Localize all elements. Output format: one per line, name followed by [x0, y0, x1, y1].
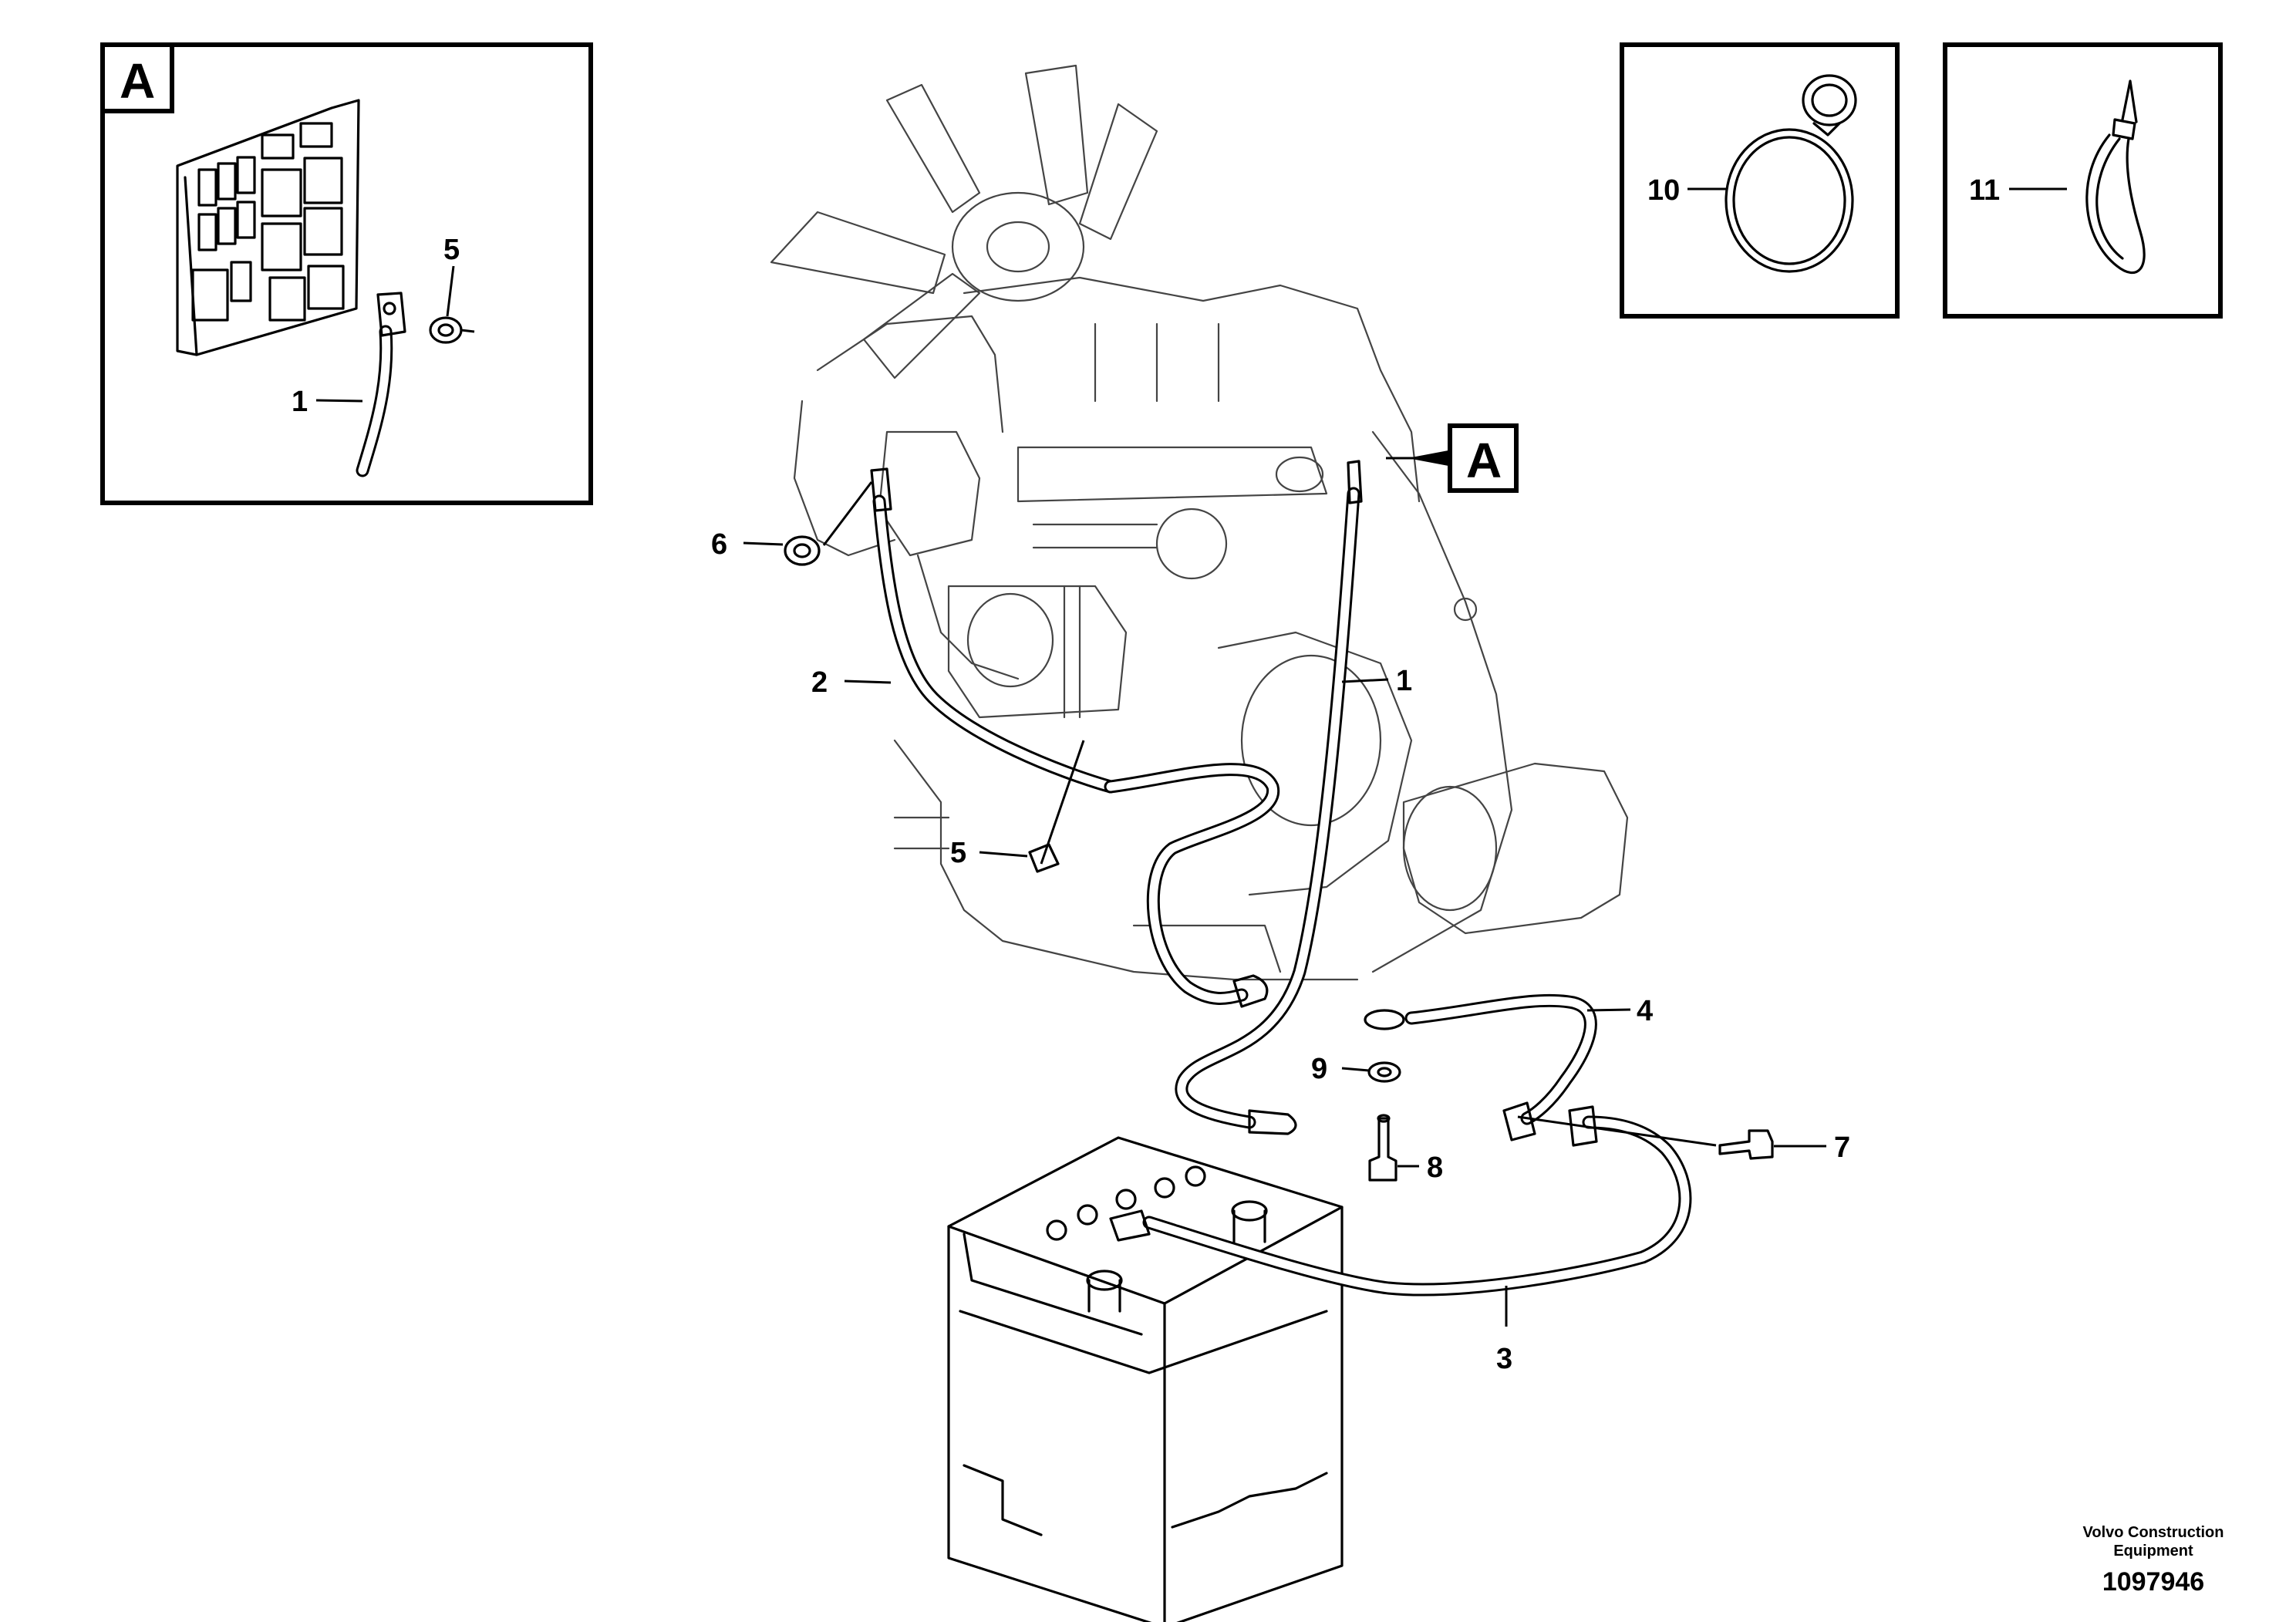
footer-company-line2: Equipment — [2113, 1543, 2193, 1560]
callout-6: 6 — [711, 528, 727, 561]
detail-box-10: 10 — [1620, 42, 1900, 319]
washer-9 — [1367, 1061, 1401, 1083]
callout-9: 9 — [1311, 1053, 1327, 1085]
footer-company-line1: Volvo Construction — [2082, 1524, 2224, 1541]
callout-1: 1 — [1396, 665, 1412, 697]
bolt-7 — [1718, 1129, 1774, 1160]
inset-callout-5: 5 — [443, 234, 460, 266]
view-label-a-main: A — [1408, 423, 1519, 493]
callout-10: 10 — [1647, 174, 1680, 207]
cable-2 — [870, 467, 1280, 1008]
cable-3 — [1109, 1105, 1692, 1297]
callout-3: 3 — [1496, 1343, 1512, 1375]
callout-4: 4 — [1637, 995, 1653, 1027]
view-label-a-main-text: A — [1466, 433, 1502, 488]
detail-box-11: 11 — [1943, 42, 2223, 319]
callout-11: 11 — [1969, 174, 2000, 207]
inset-callout-1: 1 — [292, 386, 308, 418]
drawing-number: 1097946 — [2102, 1567, 2205, 1597]
callout-2: 2 — [811, 666, 828, 699]
callout-8: 8 — [1427, 1152, 1443, 1184]
cable-4 — [1364, 993, 1597, 1141]
leader-lines — [743, 457, 1826, 1327]
engine-outline — [770, 64, 1629, 981]
callout-5: 5 — [950, 837, 966, 869]
inset-view-a-label: A — [120, 53, 155, 109]
cable-1 — [1175, 460, 1363, 1135]
footer-company: Volvo Construction Equipment — [2065, 1523, 2242, 1560]
nut-6 — [784, 535, 821, 566]
callout-7: 7 — [1834, 1131, 1850, 1164]
relay-box — [176, 99, 360, 356]
bolt-8 — [1368, 1114, 1397, 1182]
inset-view-a: A — [100, 42, 593, 505]
clip-5 — [1028, 843, 1060, 873]
battery — [947, 1136, 1344, 1622]
